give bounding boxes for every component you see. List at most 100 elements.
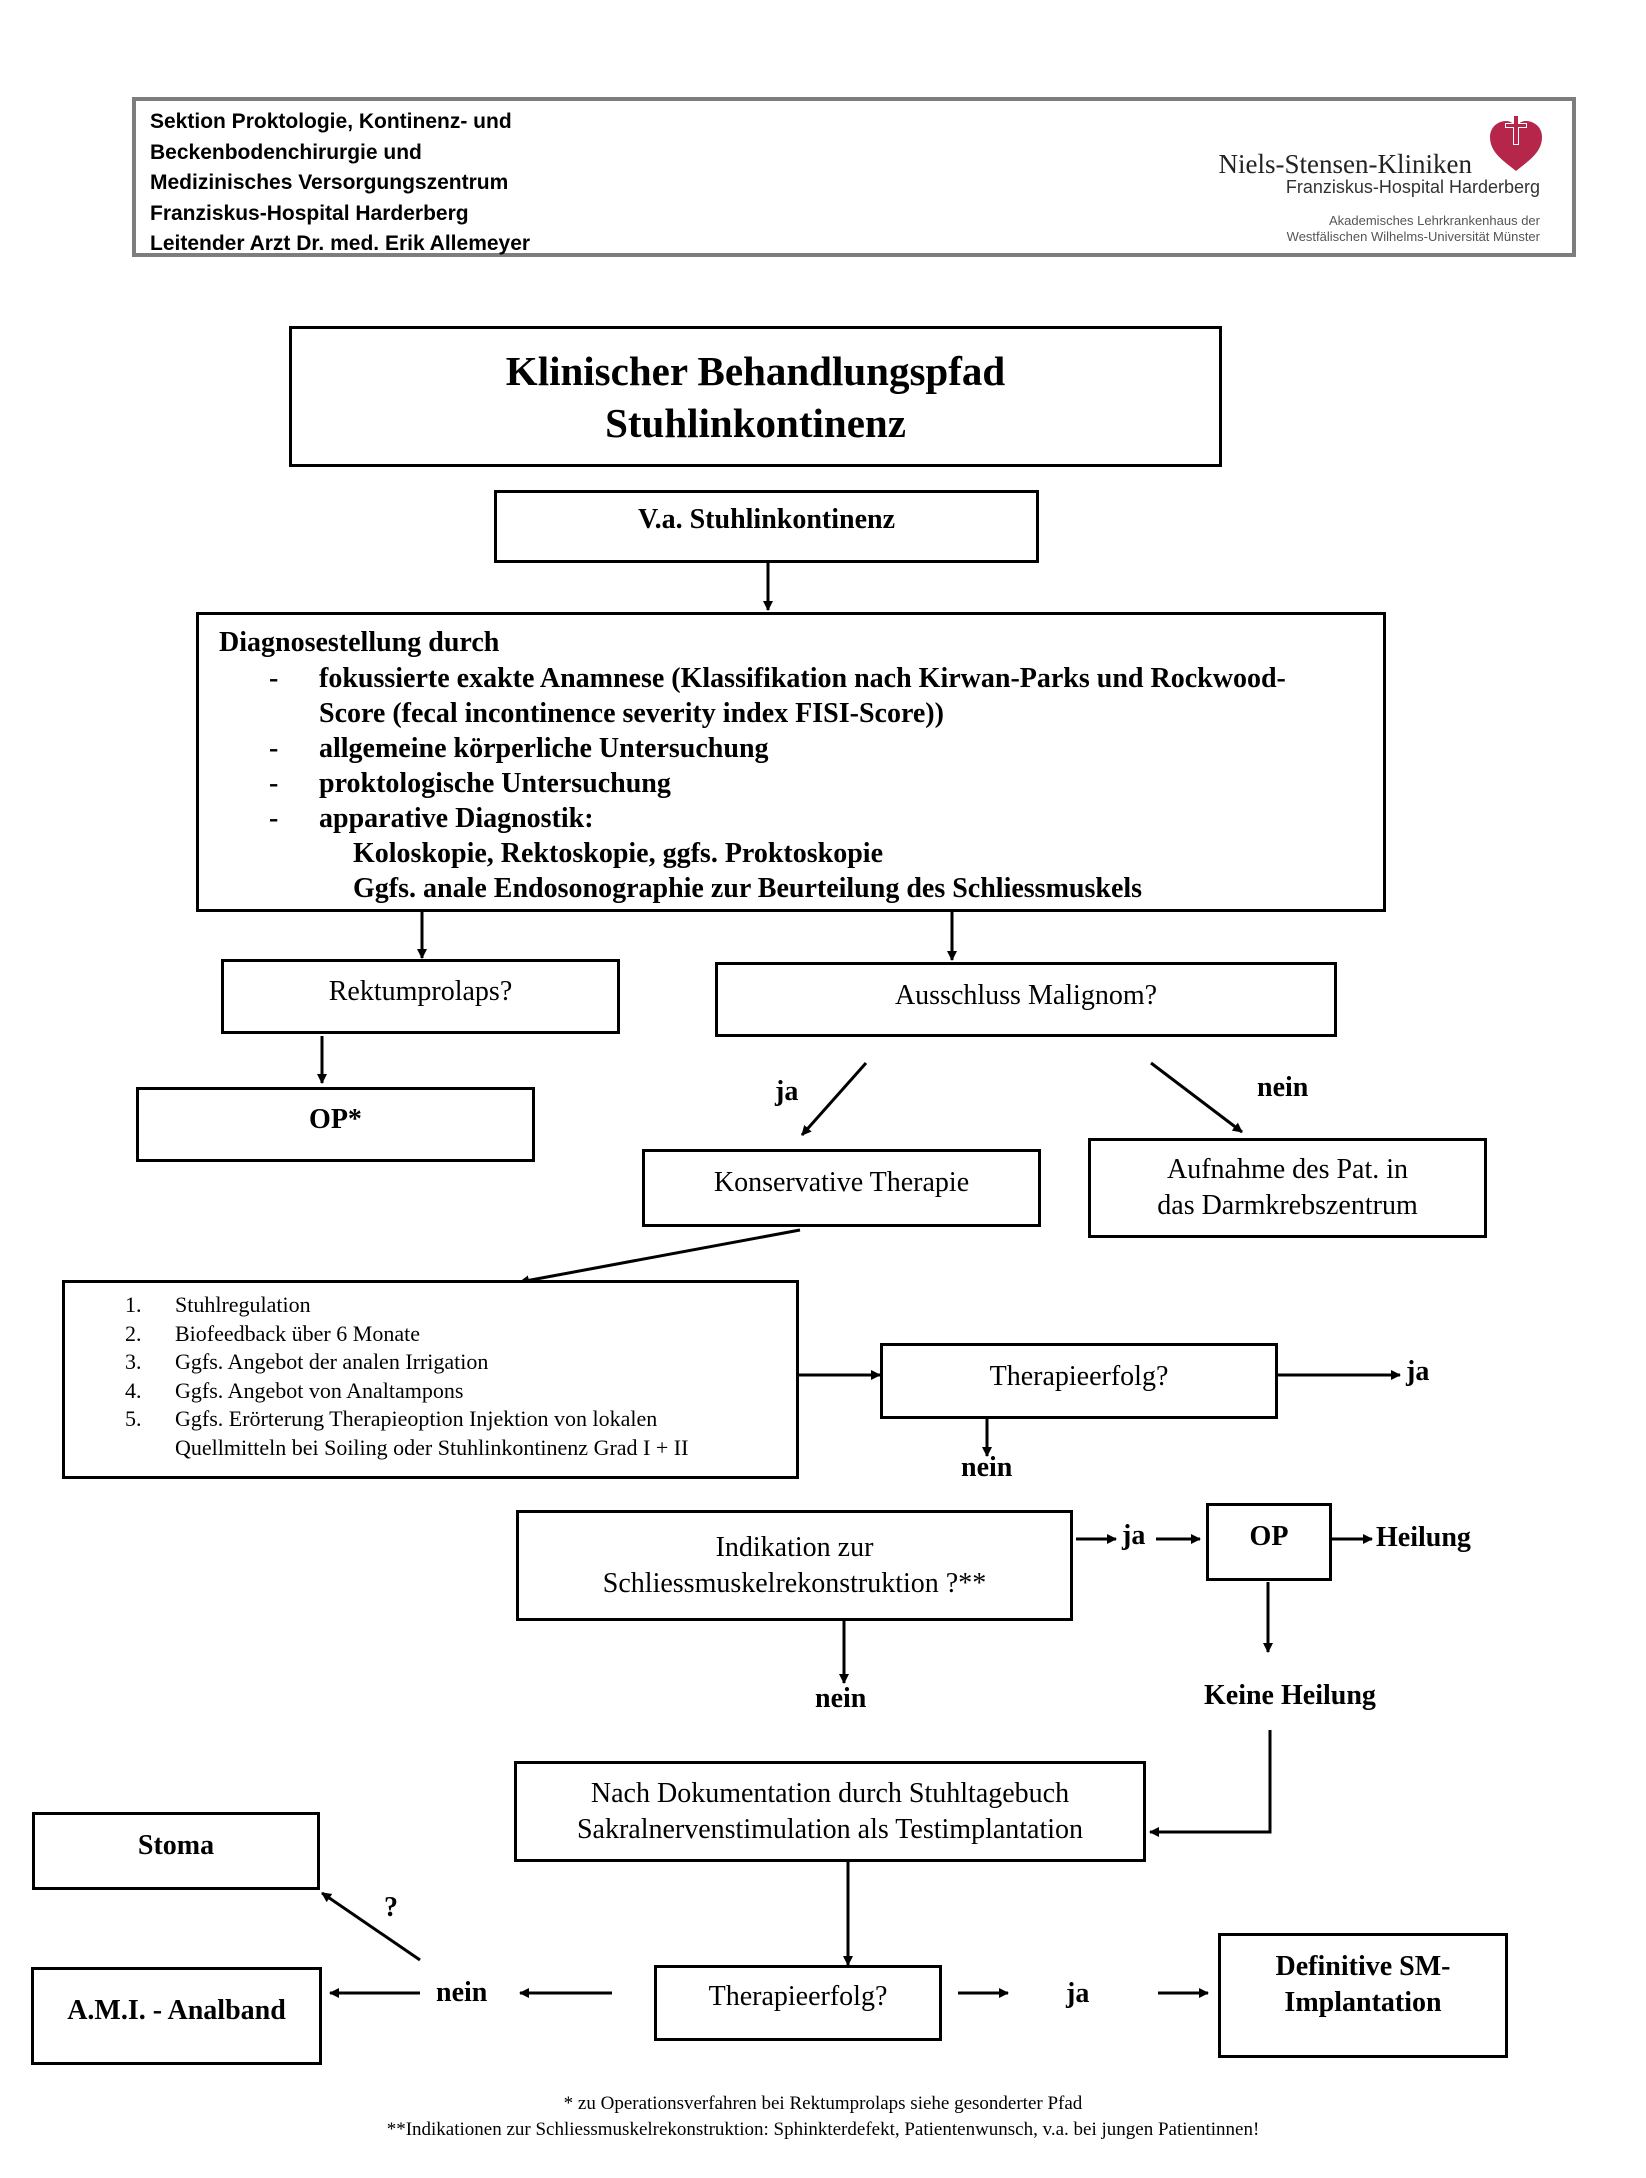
- department-info: Sektion Proktologie, Kontinenz- und Beck…: [150, 107, 530, 260]
- bullet-dash: -: [269, 803, 279, 834]
- bullet-dash: -: [269, 768, 279, 799]
- dept-line: Leitender Arzt Dr. med. Erik Allemeyer: [150, 232, 531, 255]
- footnote-2: **Indikationen zur Schliessmuskelrekonst…: [386, 2119, 1260, 2140]
- darmkrebs-line-2: das Darmkrebszentrum: [1157, 1190, 1418, 1221]
- item-text: Ggfs. Erörterung Therapieoption Injektio…: [175, 1406, 658, 1431]
- title-line-1: Klinischer Behandlungspfad: [505, 347, 1006, 394]
- op-star-node: OP*: [136, 1087, 535, 1162]
- arrow-nein-to-stoma: [321, 1891, 421, 1962]
- diagnosis-item: fokussierte exakte Anamnese (Klassifikat…: [319, 663, 1286, 694]
- diagnosis-item: proktologische Untersuchung: [319, 768, 671, 799]
- list-item: 5. Ggfs. Erörterung Therapieoption Injekt…: [125, 1405, 688, 1434]
- label-ja: ja: [1406, 1356, 1430, 1387]
- diagnosis-list: - fokussierte exakte Anamnese (Klassifika…: [269, 661, 1286, 906]
- logo-affiliation-2: Westfälischen Wilhelms-Universität Münst…: [1286, 229, 1540, 244]
- diagnosis-item-cont: Score (fecal incontinence severity index…: [319, 698, 944, 729]
- list-item-continuation: Score (fecal incontinence severity index…: [269, 696, 1286, 731]
- therapieerfolg-2-label: Therapieerfolg?: [708, 1981, 888, 2012]
- item-number: 2.: [125, 1320, 142, 1346]
- label-ja: ja: [775, 1076, 799, 1107]
- dept-line: Sektion Proktologie, Kontinenz- und: [150, 110, 512, 133]
- indikation-line-2: Schliessmuskelrekonstruktion ?**: [602, 1567, 987, 1599]
- logo-subtitle: Franziskus-Hospital Harderberg: [1285, 177, 1540, 197]
- label-keine-heilung: Keine Heilung: [1204, 1680, 1376, 1711]
- bullet-dash: -: [269, 663, 279, 694]
- label-nein: nein: [436, 1977, 488, 2008]
- diagnosis-item: apparative Diagnostik:: [319, 803, 594, 834]
- list-item: 2. Biofeedback über 6 Monate: [125, 1320, 688, 1349]
- start-node: V.a. Stuhlinkontinenz: [494, 490, 1039, 563]
- label-nein: nein: [815, 1683, 867, 1714]
- label-ja: ja: [1122, 1520, 1146, 1551]
- letterhead: Sektion Proktologie, Kontinenz- und Beck…: [132, 97, 1576, 257]
- list-item: 4.Ggfs. Angebot von Analtampons: [125, 1377, 688, 1406]
- therapy-list-box: 1. Stuhlregulation 2. Biofeedback über 6 M…: [62, 1280, 799, 1479]
- konservativ-node: Konservative Therapie: [642, 1149, 1041, 1227]
- diagnosis-sub-1: Koloskopie, Rektoskopie, ggfs. Proktosko…: [353, 838, 883, 869]
- ami-node: A.M.I. - Analband: [31, 1967, 322, 2065]
- item-number: 1.: [125, 1292, 142, 1317]
- clinic-logo-icon: [1490, 115, 1542, 171]
- rektumprolaps-node: Rektumprolaps?: [221, 959, 620, 1034]
- definitive-node: Definitive SM- Implantation: [1218, 1933, 1508, 2058]
- therapieerfolg-2-node: Therapieerfolg?: [654, 1965, 942, 2041]
- op-star-label: OP*: [309, 1103, 362, 1135]
- item-text: Ggfs. Angebot der analen Irrigation: [175, 1349, 489, 1374]
- arrow-malignom-nein: [1150, 1061, 1243, 1134]
- therapieerfolg-node: Therapieerfolg?: [880, 1343, 1278, 1419]
- logo-affiliation-1: Akademisches Lehrkrankenhaus der: [1328, 213, 1540, 228]
- item-text: Biofeedback über 6 Monate: [175, 1320, 420, 1346]
- label-nein: nein: [961, 1452, 1013, 1483]
- label-heilung: Heilung: [1376, 1522, 1471, 1553]
- arrow-malignom-ja: [800, 1062, 868, 1136]
- label-question: ?: [384, 1892, 398, 1923]
- therapieerfolg-label: Therapieerfolg?: [989, 1361, 1169, 1392]
- therapy-list: 1. Stuhlregulation 2. Biofeedback über 6 M…: [125, 1291, 688, 1462]
- darmkrebs-line-1: Aufnahme des Pat. in: [1166, 1154, 1409, 1185]
- list-item: - allgemeine körperliche Untersuchung: [269, 731, 1286, 766]
- ami-label: A.M.I. - Analband: [67, 1995, 286, 2026]
- footnote-1: * zu Operationsverfahren bei Rektumprola…: [563, 2093, 1083, 2114]
- label-ja: ja: [1066, 1978, 1090, 2009]
- diagnosis-box: Diagnosestellung durch - fokussierte exak…: [196, 612, 1386, 912]
- arrow-keine-heilung-to-sns: [1149, 1730, 1272, 1837]
- dept-line: Franziskus-Hospital Harderberg: [150, 201, 469, 225]
- sns-line-1: Nach Dokumentation durch Stuhltagebuch: [590, 1777, 1070, 1809]
- bullet-dash: -: [269, 733, 279, 764]
- stoma-label: Stoma: [137, 1830, 215, 1861]
- definitive-line-1: Definitive SM-: [1275, 1950, 1451, 1982]
- sns-node: Nach Dokumentation durch Stuhltagebuch S…: [514, 1761, 1146, 1862]
- title-line-2: Stuhlinkontinenz: [605, 399, 906, 446]
- definitive-line-2: Implantation: [1284, 1986, 1442, 2018]
- list-item: - apparative Diagnostik:: [269, 801, 1286, 836]
- sns-line-2: Sakralnervenstimulation als Testimplanta…: [576, 1813, 1084, 1845]
- label-nein: nein: [1257, 1072, 1309, 1103]
- malignom-node: Ausschluss Malignom?: [715, 962, 1337, 1037]
- dept-line: Beckenbodenchirurgie und: [150, 140, 422, 164]
- malignom-label: Ausschluss Malignom?: [894, 979, 1158, 1011]
- diagnosis-item: allgemeine körperliche Untersuchung: [319, 733, 769, 764]
- list-item: 3. Ggfs. Angebot der analen Irrigation: [125, 1348, 688, 1377]
- logo-name: Niels-Stensen-Kliniken: [1218, 149, 1472, 179]
- indikation-line-1: Indikation zur: [715, 1531, 874, 1563]
- op-label: OP: [1249, 1521, 1289, 1552]
- item-number: 5.: [125, 1406, 142, 1431]
- item-text-cont: Quellmitteln bei Soiling oder Stuhlinkon…: [175, 1434, 689, 1460]
- item-number: 3.: [125, 1349, 142, 1374]
- start-label: V.a. Stuhlinkontinenz: [637, 503, 896, 535]
- konservativ-label: Konservative Therapie: [713, 1167, 970, 1198]
- item-number: 4.: [125, 1377, 142, 1403]
- arrow-konservativ-to-list: [519, 1228, 801, 1286]
- indikation-node: Indikation zur Schliessmuskelrekonstrukt…: [516, 1510, 1073, 1621]
- list-item-continuation: Quellmitteln bei Soiling oder Stuhlinkon…: [125, 1434, 688, 1463]
- pathway-title: Klinischer Behandlungspfad Stuhlinkontin…: [289, 326, 1222, 467]
- rektumprolaps-label: Rektumprolaps?: [328, 975, 513, 1007]
- list-item: - fokussierte exakte Anamnese (Klassifika…: [269, 661, 1286, 696]
- diagnosis-heading: Diagnosestellung durch: [219, 627, 500, 658]
- item-text: Stuhlregulation: [175, 1292, 311, 1317]
- stoma-node: Stoma: [32, 1812, 320, 1890]
- list-item: 1. Stuhlregulation: [125, 1291, 688, 1320]
- op-node: OP: [1206, 1503, 1332, 1581]
- darmkrebs-node: Aufnahme des Pat. in das Darmkrebszentru…: [1088, 1138, 1487, 1238]
